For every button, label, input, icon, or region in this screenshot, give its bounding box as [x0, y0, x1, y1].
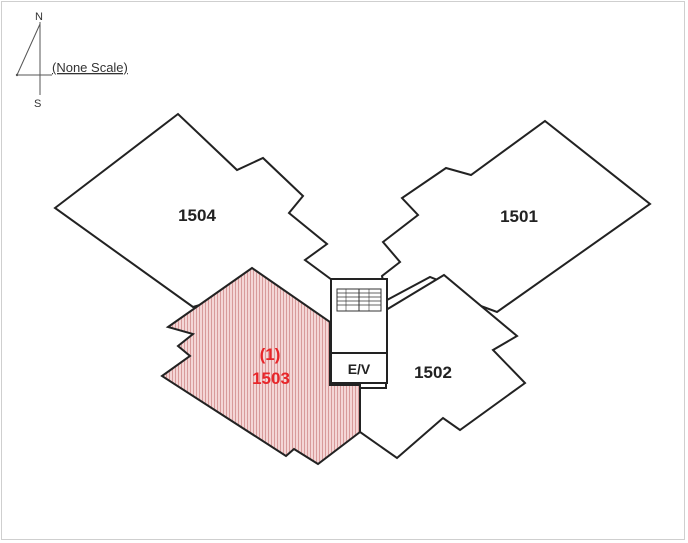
compass-icon — [15, 22, 52, 95]
unit-1503-outline[interactable] — [160, 266, 361, 466]
stair-icon — [336, 288, 382, 312]
compass-south-label: S — [34, 98, 41, 110]
unit-1502-label: 1502 — [414, 363, 452, 382]
compass-north-label: N — [35, 11, 43, 23]
unit-1503-label: 1503 — [252, 369, 290, 388]
unit-1502-outline[interactable] — [359, 273, 527, 460]
scale-note: (None Scale) — [52, 60, 128, 75]
unit-1501-outline[interactable] — [380, 119, 652, 314]
unit-1503-marker: (1) — [260, 345, 281, 364]
unit-1501-label: 1501 — [500, 207, 538, 226]
elevator-box — [330, 352, 388, 384]
unit-1504-label: 1504 — [178, 206, 216, 225]
elevator-label: E/V — [348, 361, 371, 377]
